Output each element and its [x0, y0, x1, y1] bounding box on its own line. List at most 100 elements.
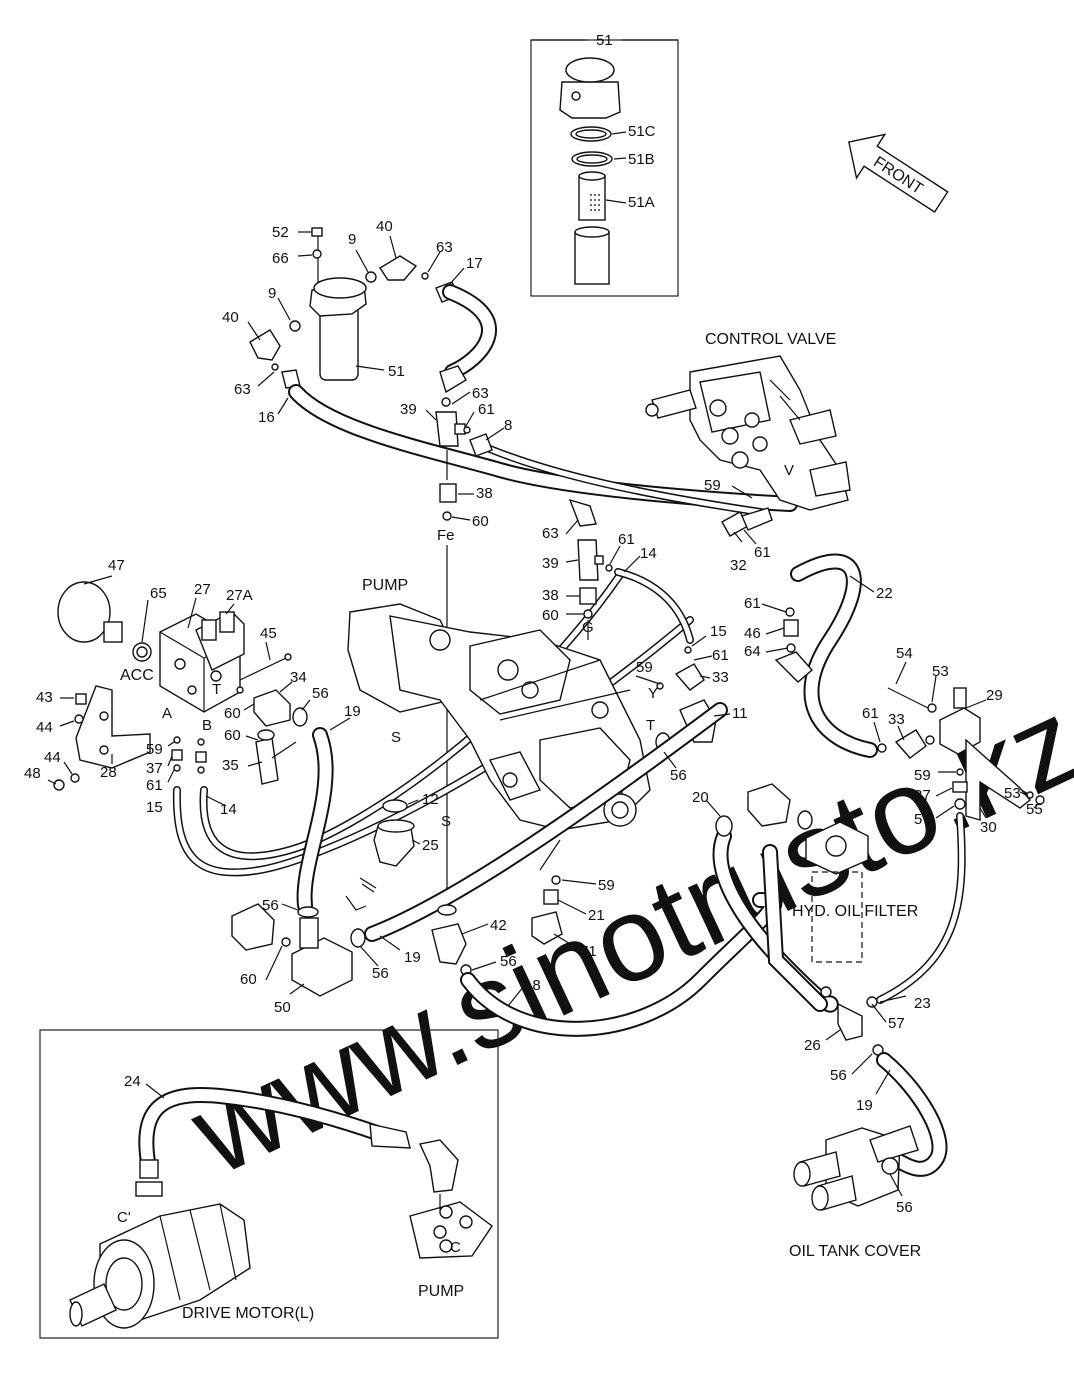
- callout-15: 15: [146, 799, 163, 816]
- fitting-38-top: [439, 483, 457, 503]
- callout-61: 61: [744, 595, 761, 612]
- callout-12: 12: [422, 791, 439, 808]
- callout-40: 40: [376, 218, 393, 235]
- callouts: 52 66 9 40 63 17 9 40 51 63 16 63 39 61 …: [24, 218, 1043, 1216]
- callout-32: 32: [730, 557, 747, 574]
- bracket-28: [75, 685, 151, 769]
- callout-56: 56: [670, 767, 687, 784]
- acc-label: ACC: [120, 667, 154, 684]
- callout-66: 66: [272, 250, 289, 267]
- manifold-50: [291, 917, 353, 997]
- port-s-lower: S: [441, 813, 451, 830]
- callout-56: 56: [312, 685, 329, 702]
- callout-59: 59: [598, 877, 615, 894]
- control-valve-label: CONTROL VALVE: [705, 331, 836, 348]
- filter-detail-box: [530, 39, 679, 297]
- drive-motor-icon: [69, 1203, 251, 1329]
- port-t-block: T: [212, 681, 221, 698]
- port-c: C: [450, 1239, 461, 1256]
- callout-39: 39: [542, 555, 559, 572]
- callout-8: 8: [504, 417, 512, 434]
- callout-56: 56: [262, 897, 279, 914]
- callout-63: 63: [472, 385, 489, 402]
- port-g: G: [582, 619, 594, 636]
- callout-51: 51: [388, 363, 405, 380]
- o-ring-12: [382, 799, 408, 813]
- callout-38: 38: [542, 587, 559, 604]
- return-filter-icon: [309, 277, 367, 381]
- elbow-40-top: [379, 255, 418, 281]
- callout-26: 26: [804, 1037, 821, 1054]
- callout-35: 35: [222, 757, 239, 774]
- callout-39: 39: [400, 401, 417, 418]
- callout-14: 14: [220, 801, 237, 818]
- callout-11: 11: [732, 705, 748, 722]
- callout-71: 71: [580, 943, 597, 960]
- port-y: Y: [648, 685, 658, 702]
- callout-51c: 51C: [628, 123, 656, 140]
- callout-56: 56: [372, 965, 389, 982]
- callout-37: 37: [146, 760, 163, 777]
- callout-45: 45: [260, 625, 277, 642]
- port-b: B: [202, 717, 212, 734]
- callout-9: 9: [268, 285, 276, 302]
- callout-56: 56: [896, 1199, 913, 1216]
- callout-9: 9: [348, 231, 356, 248]
- callout-20: 20: [692, 789, 709, 806]
- callout-50: 50: [274, 999, 291, 1016]
- leader-lines: [47, 231, 1039, 1197]
- callout-24: 24: [124, 1073, 141, 1090]
- callout-37: 37: [914, 787, 931, 804]
- callout-19: 19: [404, 949, 421, 966]
- callout-65: 65: [150, 585, 167, 602]
- callout-60: 60: [240, 971, 257, 988]
- callout-64: 64: [744, 643, 761, 660]
- callout-38: 38: [476, 485, 493, 502]
- bracket-30: [965, 738, 1031, 821]
- callout-59: 59: [914, 767, 931, 784]
- bolt-52: [311, 227, 323, 237]
- callout-61: 61: [754, 544, 771, 561]
- callout-55: 55: [1026, 801, 1043, 818]
- hyd-oil-filter-label: HYD. OIL FILTER: [792, 903, 918, 920]
- callout-33: 33: [888, 711, 905, 728]
- callout-42: 42: [490, 917, 507, 934]
- callout-18: 18: [524, 977, 541, 994]
- sensor-71: [531, 911, 563, 945]
- drive-motor-inset: [39, 1029, 499, 1339]
- callout-44: 44: [44, 749, 61, 766]
- callout-46: 46: [744, 625, 761, 642]
- callout-54: 54: [896, 645, 913, 662]
- callout-44: 44: [36, 719, 53, 736]
- callout-51a: 51A: [628, 194, 655, 211]
- pump-icon: [347, 603, 651, 831]
- callout-17: 17: [466, 255, 483, 272]
- bolt-45: [284, 653, 292, 661]
- tee-39-right: [577, 539, 599, 581]
- fitting-38-right: [579, 587, 597, 605]
- block-29: [939, 687, 981, 755]
- pump-label: PUMP: [362, 577, 408, 594]
- callout-19: 19: [856, 1097, 873, 1114]
- valve-block-icon: [159, 611, 245, 713]
- callout-21: 21: [588, 907, 605, 924]
- port-s-upper: S: [391, 729, 401, 746]
- filter-element-icon: [578, 171, 606, 221]
- port-c-prime: C': [117, 1209, 131, 1226]
- pump-inset-flange-icon: [409, 1201, 493, 1259]
- callout-28: 28: [100, 764, 117, 781]
- callout-52: 52: [272, 224, 289, 241]
- callout-33: 33: [712, 669, 729, 686]
- callout-61: 61: [146, 777, 163, 794]
- tee-26: [837, 1002, 863, 1041]
- pump-inset-label: PUMP: [418, 1283, 464, 1300]
- oil-tank-cover-label: OIL TANK COVER: [789, 1243, 921, 1260]
- front-arrow-icon: FRONT: [848, 133, 949, 213]
- tee-39-top: [435, 411, 459, 447]
- callout-51: 51: [596, 32, 613, 49]
- fitting-34: [253, 689, 291, 727]
- callout-30: 30: [980, 819, 997, 836]
- washer-66: [312, 249, 322, 259]
- callout-57: 57: [888, 1015, 905, 1032]
- tank-cover-icon: [793, 1125, 919, 1211]
